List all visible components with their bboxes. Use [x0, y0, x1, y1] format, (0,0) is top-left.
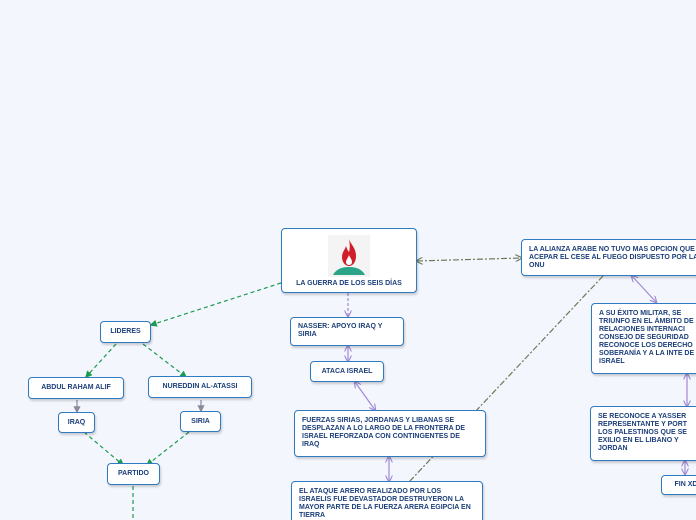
node-abdul-raham-alif[interactable]: ABDUL RAHAM ALIF — [28, 377, 124, 399]
link-lideres-abdul — [85, 343, 117, 379]
node-yasser[interactable]: SE RECONOCE A YASSER REPRESENTANTE Y POR… — [590, 406, 696, 461]
node-iraq[interactable]: IRAQ — [58, 412, 95, 433]
flame-icon — [328, 235, 370, 277]
node-fuerzas-sirias[interactable]: FUERZAS SIRIAS, JORDANAS Y LIBANAS SE DE… — [294, 410, 486, 457]
node-ataque-arero[interactable]: EL ATAQUE ARERO REALIZADO POR LOS ISRAEL… — [291, 481, 483, 520]
link-ataca-fuerzas — [355, 382, 375, 410]
node-alianza-arabe[interactable]: LA ALIANZA ARABE NO TUVO MAS OPCION QUE … — [521, 239, 696, 276]
link-iraq-partido — [83, 431, 125, 466]
link-lideres-nureddin — [142, 343, 188, 378]
central-topic[interactable]: LA GUERRA DE LOS SEIS DÍAS — [281, 228, 417, 293]
node-exito-militar[interactable]: A SU ÉXITO MILITAR, SE TRIUNFO EN EL ÁMB… — [591, 303, 696, 374]
link-siria-partido — [145, 431, 190, 466]
node-nureddin-al-atassi[interactable]: NUREDDIN AL-ATASSI — [148, 376, 252, 398]
link-root-lideres — [149, 282, 282, 327]
link-root-alianza — [417, 258, 521, 261]
node-ataca-israel[interactable]: ATACA ISRAEL — [310, 361, 384, 382]
node-fin[interactable]: FIN XD — [661, 475, 696, 495]
link-alianza-exito — [632, 276, 656, 302]
node-lideres[interactable]: LIDERES — [100, 321, 151, 343]
node-nasser-apoyo[interactable]: NASSER: APOYO IRAQ Y SIRIA — [290, 317, 404, 346]
link-alianza-ataque — [408, 275, 604, 483]
node-siria[interactable]: SIRIA — [180, 411, 221, 432]
node-partido[interactable]: PARTIDO — [107, 463, 160, 485]
central-topic-title: LA GUERRA DE LOS SEIS DÍAS — [296, 280, 402, 287]
